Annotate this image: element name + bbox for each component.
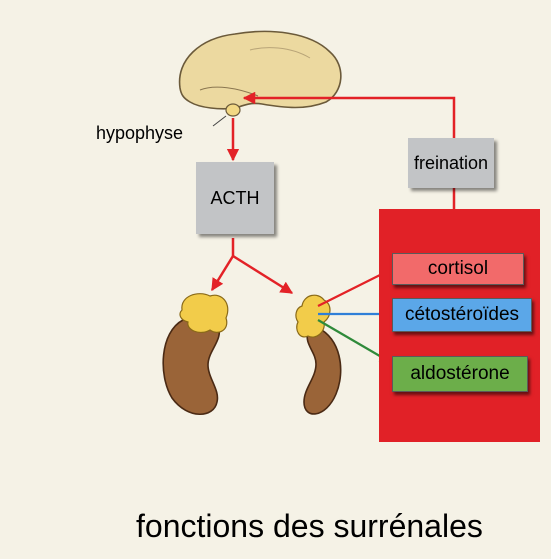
hypophyse-pointer-line xyxy=(212,115,227,127)
aldosterone-label: aldostérone xyxy=(410,363,510,384)
freination-label: freination xyxy=(413,152,489,173)
aldosterone-box: aldostérone xyxy=(392,356,528,392)
cetosteroides-label: cétostéroïdes xyxy=(404,304,520,325)
diagram-title: fonctions des surrénales xyxy=(136,508,483,544)
right-adrenal-gland xyxy=(295,294,331,338)
acth-to-left-gland-arrow xyxy=(210,255,235,292)
cetosteroides-box: cétostéroïdes xyxy=(392,298,532,332)
acth-label: ACTH xyxy=(210,187,260,208)
freination-box: freination xyxy=(408,138,494,188)
acth-to-right-gland-arrow xyxy=(232,254,294,295)
feedback-arrow xyxy=(242,91,456,138)
brain-illustration xyxy=(178,30,342,117)
left-adrenal-gland xyxy=(179,293,229,334)
acth-box: ACTH xyxy=(196,162,274,234)
right-kidney xyxy=(295,294,342,415)
aldosterone-arrow xyxy=(317,319,391,363)
hypophyse-label: hypophyse xyxy=(96,123,184,143)
cortisol-box: cortisol xyxy=(392,253,524,285)
cortisol-label: cortisol xyxy=(427,258,489,279)
left-kidney xyxy=(162,293,229,415)
pituitary-gland xyxy=(225,103,241,117)
